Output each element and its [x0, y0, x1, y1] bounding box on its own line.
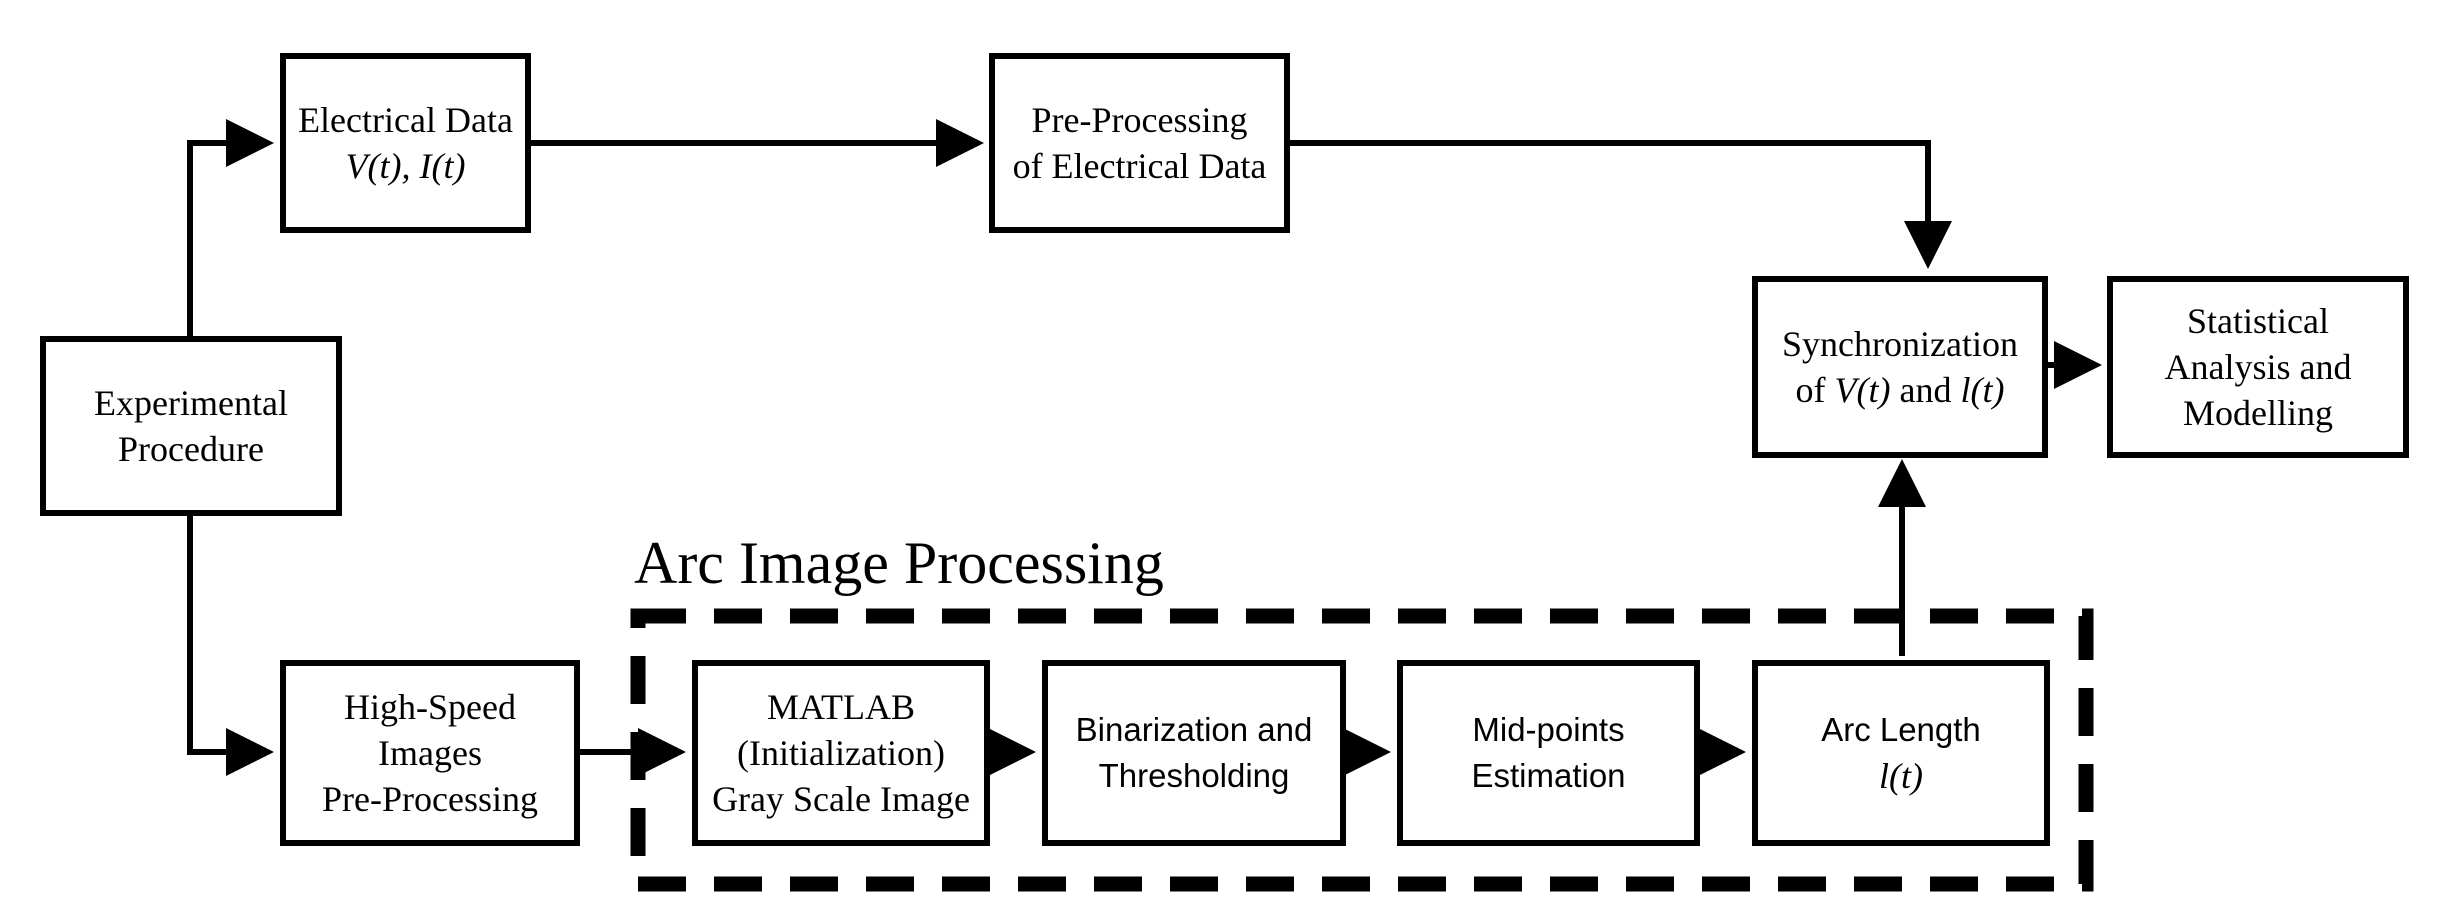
- stats-line1: Statistical: [2187, 301, 2329, 341]
- arc-length-box: Arc Length l(t): [1752, 660, 2050, 846]
- highspeed-line1: High-Speed: [344, 687, 516, 727]
- binarization-line2: Thresholding: [1098, 757, 1290, 794]
- electrical-data-box: Electrical Data V(t), I(t): [280, 53, 531, 233]
- stats-line3: Modelling: [2183, 393, 2333, 433]
- midpoints-line2: Estimation: [1471, 757, 1626, 794]
- high-speed-images-box: High-Speed Images Pre-Processing: [280, 660, 580, 846]
- electrical-line1: Electrical Data: [298, 100, 513, 140]
- highspeed-line3: Pre-Processing: [322, 779, 538, 819]
- matlab-line3: Gray Scale Image: [712, 779, 970, 819]
- preprocessing-electrical-box: Pre-Processing of Electrical Data: [989, 53, 1290, 233]
- arc-image-processing-title: Arc Image Processing: [634, 530, 1164, 596]
- arrow-experimental-to-electrical: [187, 119, 274, 336]
- preproc-line2: of Electrical Data: [1012, 146, 1267, 186]
- binarization-box: Binarization and Thresholding: [1042, 660, 1346, 846]
- synchronization-box: Synchronization of V(t) and l(t): [1752, 276, 2048, 458]
- arrow-experimental-to-highspeed: [187, 516, 274, 776]
- midpoints-line1: Mid-points: [1472, 711, 1625, 748]
- sync-line2: of V(t) and l(t): [1795, 370, 2005, 410]
- experimental-line2: Procedure: [118, 429, 264, 469]
- arclength-line2: l(t): [1879, 756, 1923, 796]
- midpoints-box: Mid-points Estimation: [1397, 660, 1700, 846]
- arrow-preprocessing-to-sync: [1290, 140, 1952, 269]
- binarization-line1: Binarization and: [1075, 711, 1313, 748]
- preproc-line1: Pre-Processing: [1031, 100, 1248, 140]
- sync-line1: Synchronization: [1782, 324, 2018, 364]
- matlab-line2: (Initialization): [737, 733, 945, 773]
- highspeed-line2: Images: [378, 733, 482, 773]
- electrical-line2: V(t), I(t): [345, 146, 466, 186]
- experimental-line1: Experimental: [94, 383, 288, 423]
- experimental-procedure-box: Experimental Procedure: [40, 336, 342, 516]
- arclength-line1: Arc Length: [1821, 711, 1981, 748]
- stats-line2: Analysis and: [2164, 347, 2352, 387]
- matlab-box: MATLAB (Initialization) Gray Scale Image: [692, 660, 990, 846]
- statistical-analysis-box: Statistical Analysis and Modelling: [2107, 276, 2409, 458]
- matlab-line1: MATLAB: [766, 687, 915, 727]
